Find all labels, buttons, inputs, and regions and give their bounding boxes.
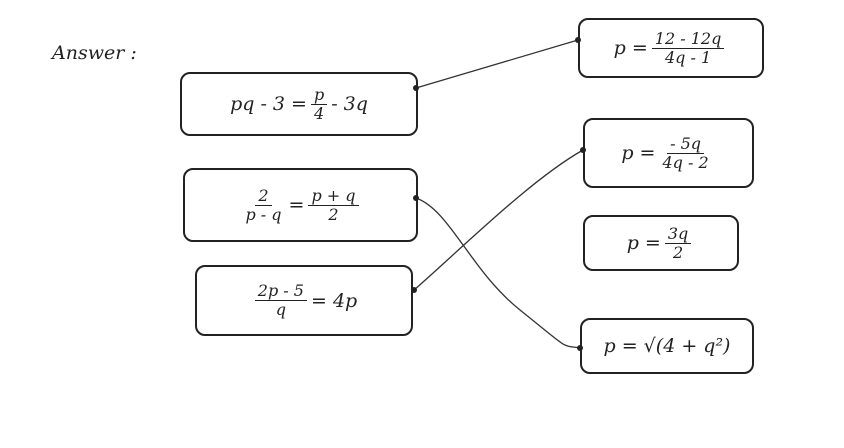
num: - 5q [667,135,705,154]
den: 2 [672,242,684,262]
lhs: p = [603,335,638,357]
lhs: p = [613,37,648,59]
den: 4q - 2 [662,152,709,172]
den: 4 [313,103,325,123]
lhs: p = [621,142,656,164]
den: p - q [245,204,282,224]
rhs: √(4 + q²) [643,335,731,357]
num: p + q [308,187,359,206]
connector-3-to-2 [413,149,584,291]
num: p [310,86,328,105]
num: 2p - 5 [254,282,307,301]
connector-2-to-4 [415,197,581,349]
right-equation-4: p = √(4 + q²) [580,318,754,374]
den: 4q - 1 [664,47,712,67]
equals: = [288,194,305,216]
lhs: p = [626,232,661,254]
lhs: pq - 3 = [230,93,307,115]
connector-1-to-1 [415,39,579,89]
rhs: = 4p [310,289,358,312]
answer-label: Answer : [52,42,137,64]
den: 2 [328,204,339,224]
rhs: - 3q [331,93,368,115]
num: 12 - 12q [651,30,725,49]
den: q [275,300,287,319]
num: 3q [664,225,692,244]
num: 2 [255,187,272,206]
